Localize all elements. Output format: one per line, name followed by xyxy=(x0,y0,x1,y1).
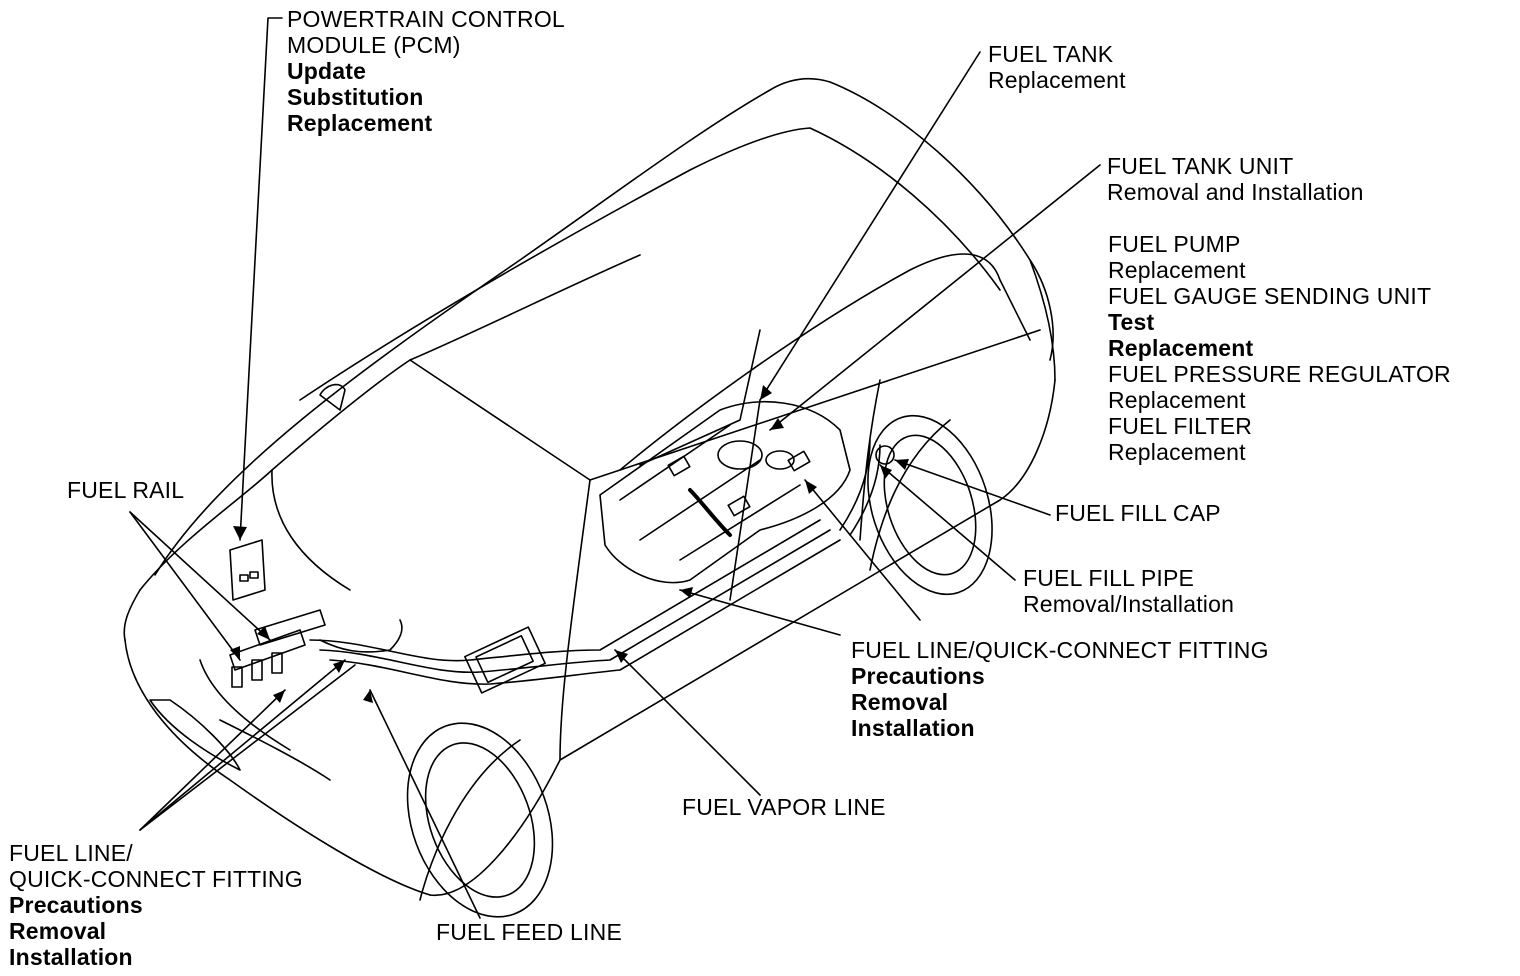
callout-fuel-line-rear: FUEL LINE/QUICK-CONNECT FITTING Precauti… xyxy=(851,637,1269,741)
arrowhead-fuel-rail-1 xyxy=(257,626,270,640)
pcm-replacement-link[interactable]: Replacement xyxy=(287,110,433,136)
pcm-title-line-2: MODULE (PCM) xyxy=(287,32,461,58)
callout-fuel-fill-pipe: FUEL FILL PIPE Removal/Installation xyxy=(1023,565,1234,617)
fuel-tank-title: FUEL TANK xyxy=(988,41,1114,67)
pcm-substitution-link[interactable]: Substitution xyxy=(287,84,424,110)
arrowhead-pcm xyxy=(233,526,247,540)
arrowhead-fuel-line-rear-2 xyxy=(680,587,693,598)
fuel-vapor-line-link[interactable]: FUEL VAPOR LINE xyxy=(682,794,886,820)
callout-fuel-tank: FUEL TANK Replacement xyxy=(988,41,1126,93)
fuel-pressure-regulator-title: FUEL PRESSURE REGULATOR xyxy=(1108,361,1451,387)
fuel-rail-link[interactable]: FUEL RAIL xyxy=(67,477,185,503)
arrowhead-fuel-line-front-1 xyxy=(273,690,285,703)
fuel-lines-drawing xyxy=(309,439,895,694)
fuel-tank-unit-removal-link[interactable]: Removal and Installation xyxy=(1107,179,1364,205)
fuel-line-rear-removal-link[interactable]: Removal xyxy=(851,689,949,715)
arrowhead-fuel-line-rear-1 xyxy=(805,480,817,494)
fuel-line-rear-precautions-link[interactable]: Precautions xyxy=(851,663,985,689)
fuel-gauge-sending-unit-replacement-link[interactable]: Replacement xyxy=(1108,335,1254,361)
arrowhead-fuel-fill-pipe xyxy=(880,465,892,479)
arrowhead-fuel-tank xyxy=(760,385,772,400)
callout-fuel-feed-line: FUEL FEED LINE xyxy=(436,919,622,945)
arrowhead-fuel-feed-line xyxy=(363,690,373,703)
fuel-pressure-regulator-replacement-link[interactable]: Replacement xyxy=(1108,387,1246,413)
fuel-line-front-title-line-1: FUEL LINE/ xyxy=(9,840,133,866)
fuel-tank-drawing xyxy=(599,401,851,584)
callout-pcm: POWERTRAIN CONTROL MODULE (PCM) Update S… xyxy=(287,6,565,136)
callout-fuel-vapor-line: FUEL VAPOR LINE xyxy=(682,794,886,820)
fuel-gauge-sending-unit-test-link[interactable]: Test xyxy=(1108,309,1155,335)
callout-fuel-fill-cap: FUEL FILL CAP xyxy=(1055,500,1221,526)
arrowhead-fuel-fill-cap xyxy=(895,459,909,470)
arrowhead-fuel-line-front-2 xyxy=(333,660,345,673)
fuel-fill-pipe-removal-link[interactable]: Removal/Installation xyxy=(1023,591,1235,617)
fuel-pump-title: FUEL PUMP xyxy=(1108,231,1241,257)
callout-arrowheads xyxy=(230,385,909,703)
pcm-title-line-1: POWERTRAIN CONTROL xyxy=(287,6,565,32)
fuel-feed-line-link[interactable]: FUEL FEED LINE xyxy=(436,919,622,945)
fuel-tank-unit-title: FUEL TANK UNIT xyxy=(1107,153,1294,179)
callout-fuel-line-front: FUEL LINE/ QUICK-CONNECT FITTING Precaut… xyxy=(9,840,303,970)
fuel-gauge-sending-unit-title: FUEL GAUGE SENDING UNIT xyxy=(1108,283,1432,309)
fuel-filter-title: FUEL FILTER xyxy=(1108,413,1253,439)
fuel-line-front-removal-link[interactable]: Removal xyxy=(9,918,107,944)
vehicle-body-outline xyxy=(123,77,1056,918)
callout-leader-lines xyxy=(129,17,1101,919)
fuel-fill-cap-link[interactable]: FUEL FILL CAP xyxy=(1055,500,1221,526)
fuel-fill-pipe-title: FUEL FILL PIPE xyxy=(1023,565,1195,591)
pcm-update-link[interactable]: Update xyxy=(287,58,367,84)
fuel-filter-replacement-link[interactable]: Replacement xyxy=(1108,439,1246,465)
callout-fuel-rail: FUEL RAIL xyxy=(67,477,184,503)
arrowhead-fuel-tank-unit xyxy=(770,418,784,430)
fuel-line-front-precautions-link[interactable]: Precautions xyxy=(9,892,143,918)
fuel-line-front-installation-link[interactable]: Installation xyxy=(9,944,133,970)
fuel-line-rear-installation-link[interactable]: Installation xyxy=(851,715,975,741)
arrowhead-fuel-rail-2 xyxy=(230,646,240,660)
arrowhead-fuel-vapor-line xyxy=(615,650,628,663)
fuel-line-front-title-line-2: QUICK-CONNECT FITTING xyxy=(9,866,303,892)
fuel-tank-replacement-link[interactable]: Replacement xyxy=(988,67,1126,93)
fuel-rail-drawing xyxy=(229,539,403,688)
fuel-line-rear-title: FUEL LINE/QUICK-CONNECT FITTING xyxy=(851,637,1269,663)
callout-fuel-tank-unit: FUEL TANK UNIT Removal and Installation xyxy=(1107,153,1364,205)
fuel-pump-replacement-link[interactable]: Replacement xyxy=(1108,257,1246,283)
callout-tank-unit-components: FUEL PUMP Replacement FUEL GAUGE SENDING… xyxy=(1108,231,1451,465)
